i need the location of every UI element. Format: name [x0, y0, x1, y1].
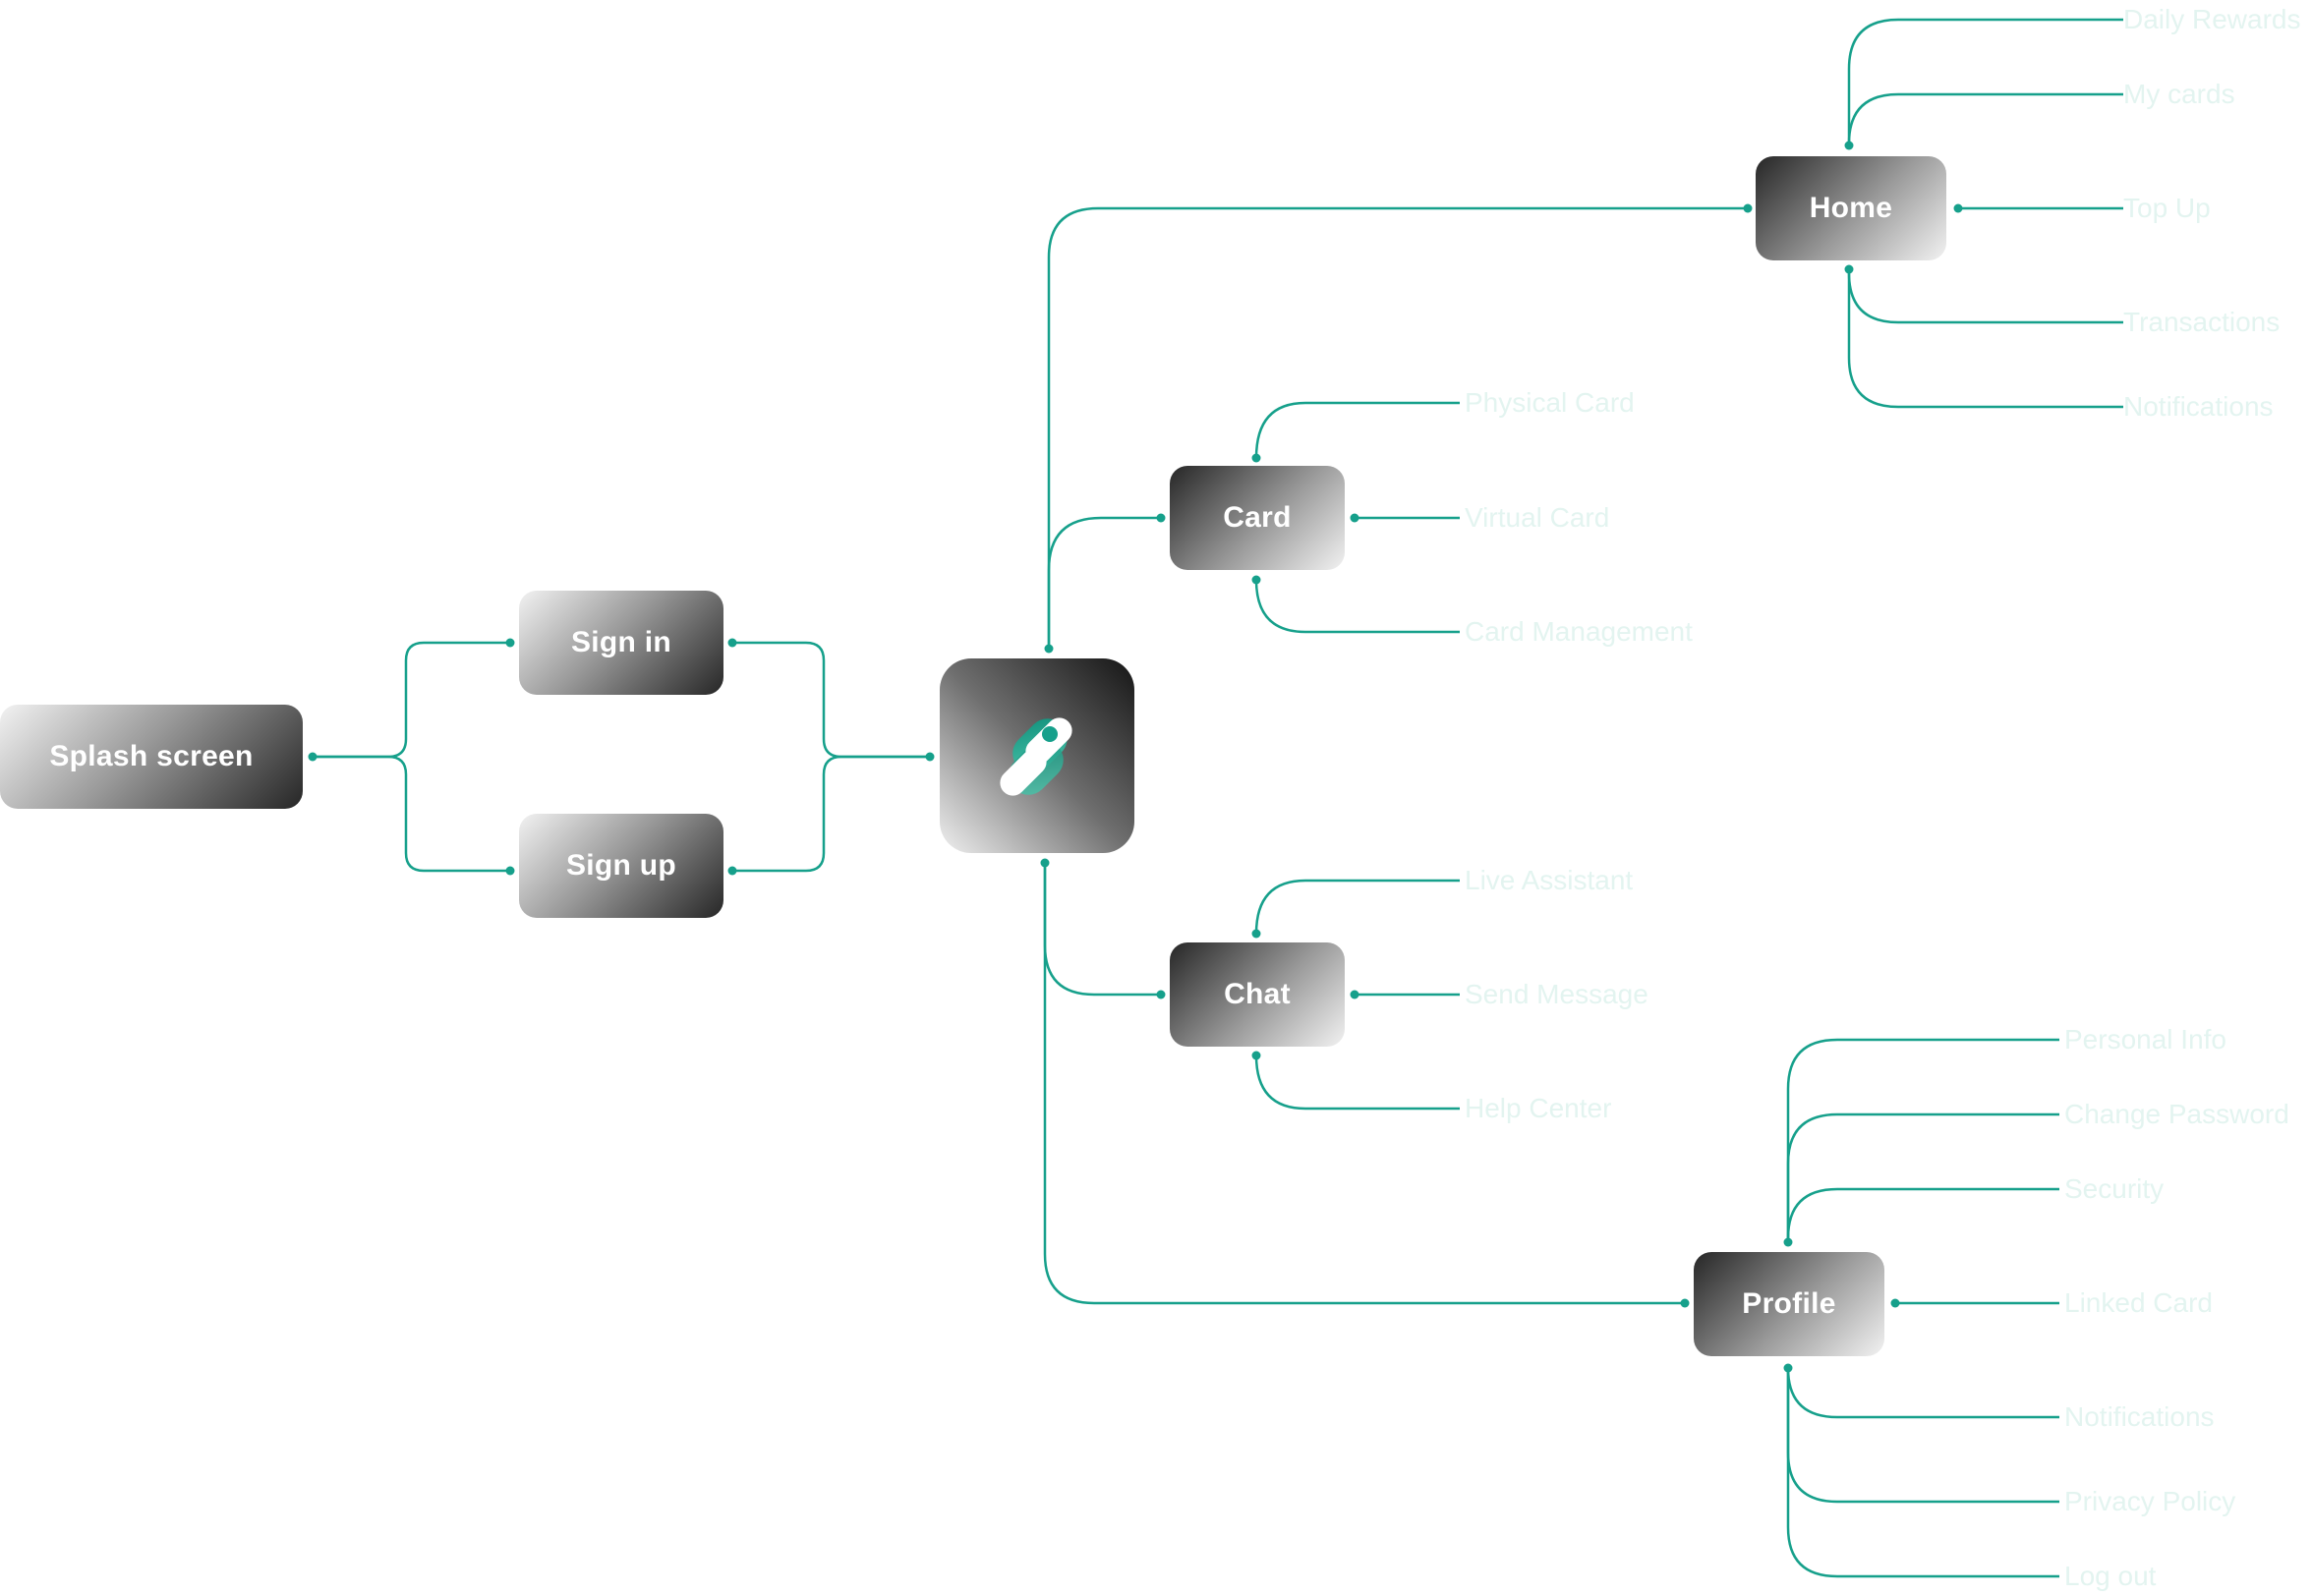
app-logo-icon — [1000, 717, 1072, 796]
home-leaf[interactable]: Transactions — [2123, 307, 2281, 337]
profile-leaf[interactable]: Change Password — [2064, 1099, 2289, 1129]
chat-node[interactable]: Chat — [1170, 942, 1345, 1047]
home-leaf[interactable]: Notifications — [2123, 391, 2274, 422]
profile-leaf[interactable]: Linked Card — [2064, 1287, 2213, 1318]
profile-leaf[interactable]: Security — [2064, 1173, 2165, 1204]
profile-node[interactable]: Profile — [1694, 1252, 1884, 1356]
card-leaf[interactable]: Card Management — [1465, 616, 1693, 647]
card-leaf[interactable]: Virtual Card — [1465, 502, 1610, 533]
home-node[interactable]: Home — [1756, 156, 1946, 260]
connector-lines — [313, 18, 2123, 1578]
card-node[interactable]: Card — [1170, 466, 1345, 570]
connector-dots — [308, 141, 1963, 1373]
sign-up-node[interactable]: Sign up — [519, 814, 723, 918]
card-leaf[interactable]: Physical Card — [1465, 387, 1635, 418]
profile-leaf[interactable]: Notifications — [2064, 1401, 2215, 1432]
chat-leaf[interactable]: Send Message — [1465, 979, 1648, 1009]
home-leaf[interactable]: My cards — [2123, 79, 2235, 109]
profile-leaf[interactable]: Personal Info — [2064, 1024, 2226, 1054]
home-leaf[interactable]: Top Up — [2123, 193, 2211, 223]
sign-in-node[interactable]: Sign in — [519, 591, 723, 695]
chat-leaf[interactable]: Live Assistant — [1465, 865, 1634, 895]
home-leaf[interactable]: Daily Rewards — [2123, 4, 2301, 34]
app-hub-node[interactable] — [940, 658, 1134, 853]
profile-leaf[interactable]: Privacy Policy — [2064, 1486, 2236, 1516]
splash-screen-node[interactable]: Splash screen — [0, 705, 303, 809]
profile-leaf[interactable]: Log out — [2064, 1561, 2157, 1591]
chat-leaf[interactable]: Help Center — [1465, 1093, 1612, 1123]
